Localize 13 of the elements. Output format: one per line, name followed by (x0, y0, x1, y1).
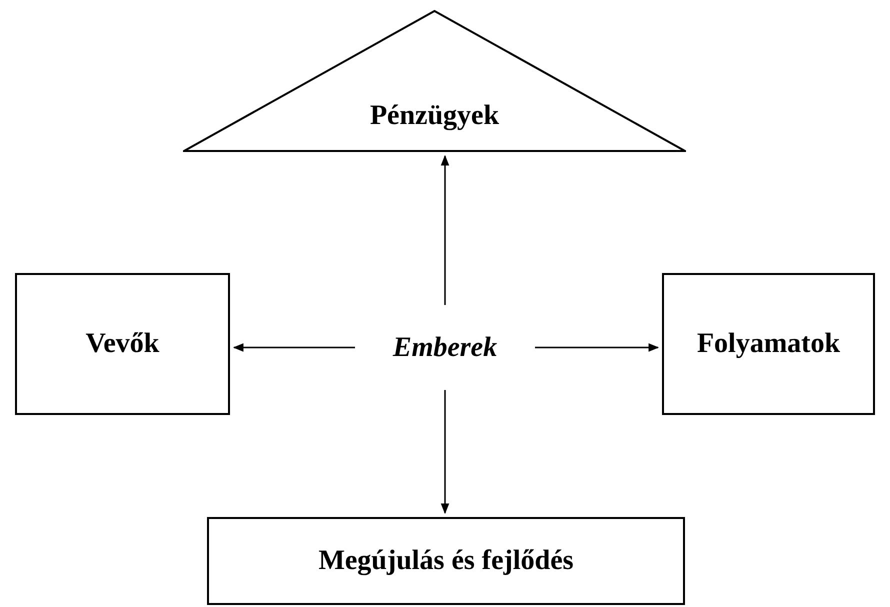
node-label: Vevők (86, 330, 160, 358)
process-box (662, 273, 875, 415)
node-label: Emberek (392, 334, 498, 362)
node-label: Folyamatok (696, 330, 840, 358)
process-box (15, 273, 230, 415)
arrow (440, 390, 450, 514)
arrow (535, 343, 660, 352)
triangle-shape (183, 10, 686, 152)
arrow (440, 154, 450, 305)
arrow (232, 343, 355, 352)
process-box (207, 517, 685, 605)
node-label: Pénzügyek (370, 102, 500, 130)
node-label: Megújulás és fejlődés (318, 547, 574, 575)
